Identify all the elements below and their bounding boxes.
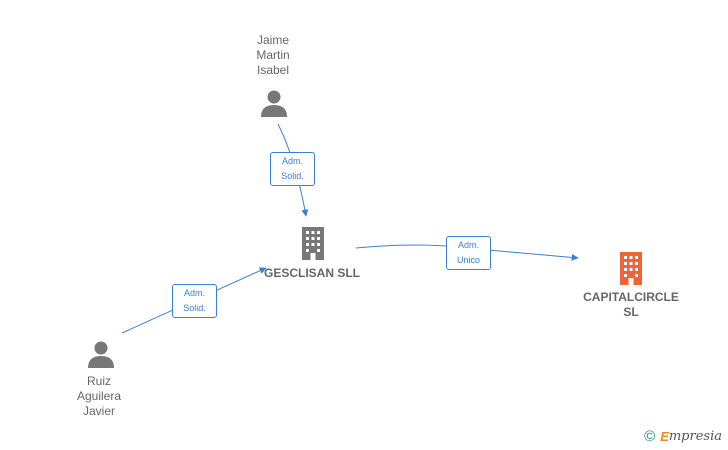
name-line: Aguilera [76, 389, 122, 403]
building-icon[interactable] [616, 251, 646, 285]
name-line: SL [623, 305, 639, 319]
brand-logo-initial: E [660, 429, 669, 444]
edge-label-line: Adm. [281, 156, 303, 166]
person-name-jaime: Jaime Martin Isabel [244, 33, 302, 78]
name-line: GESCLISAN SLL [263, 266, 360, 280]
company-name-gesclisan[interactable]: GESCLISAN SLL [262, 266, 362, 281]
person-icon[interactable] [259, 88, 289, 118]
name-line: Ruiz [86, 374, 111, 388]
edge-label-line: Solid. [183, 303, 206, 313]
person-icon[interactable] [86, 339, 116, 369]
edge-label-ruiz-gesclisan: Adm. Solid. [172, 284, 217, 318]
name-line: Jaime [256, 33, 289, 47]
name-line: Martin [256, 48, 290, 62]
edge-label-gesclisan-capitalcircle: Adm. Unico [446, 236, 491, 270]
edge-label-line: Adm. [183, 288, 205, 298]
person-name-ruiz: Ruiz Aguilera Javier [66, 374, 132, 419]
copyright-icon: © [644, 428, 656, 445]
edge-label-line: Adm. [457, 240, 479, 250]
name-line: Javier [82, 404, 115, 418]
name-line: CAPITALCIRCLE [583, 290, 679, 304]
name-line: Isabel [256, 63, 290, 77]
company-name-capitalcircle[interactable]: CAPITALCIRCLE SL [576, 290, 686, 320]
brand-logo-text: mpresia [668, 429, 722, 444]
edge-label-line: Unico [456, 255, 480, 265]
empresia-watermark: © E mpresia [644, 428, 722, 445]
building-icon[interactable] [298, 226, 328, 260]
edge-label-jaime-gesclisan: Adm. Solid. [270, 152, 315, 186]
edge-label-line: Solid. [281, 171, 304, 181]
